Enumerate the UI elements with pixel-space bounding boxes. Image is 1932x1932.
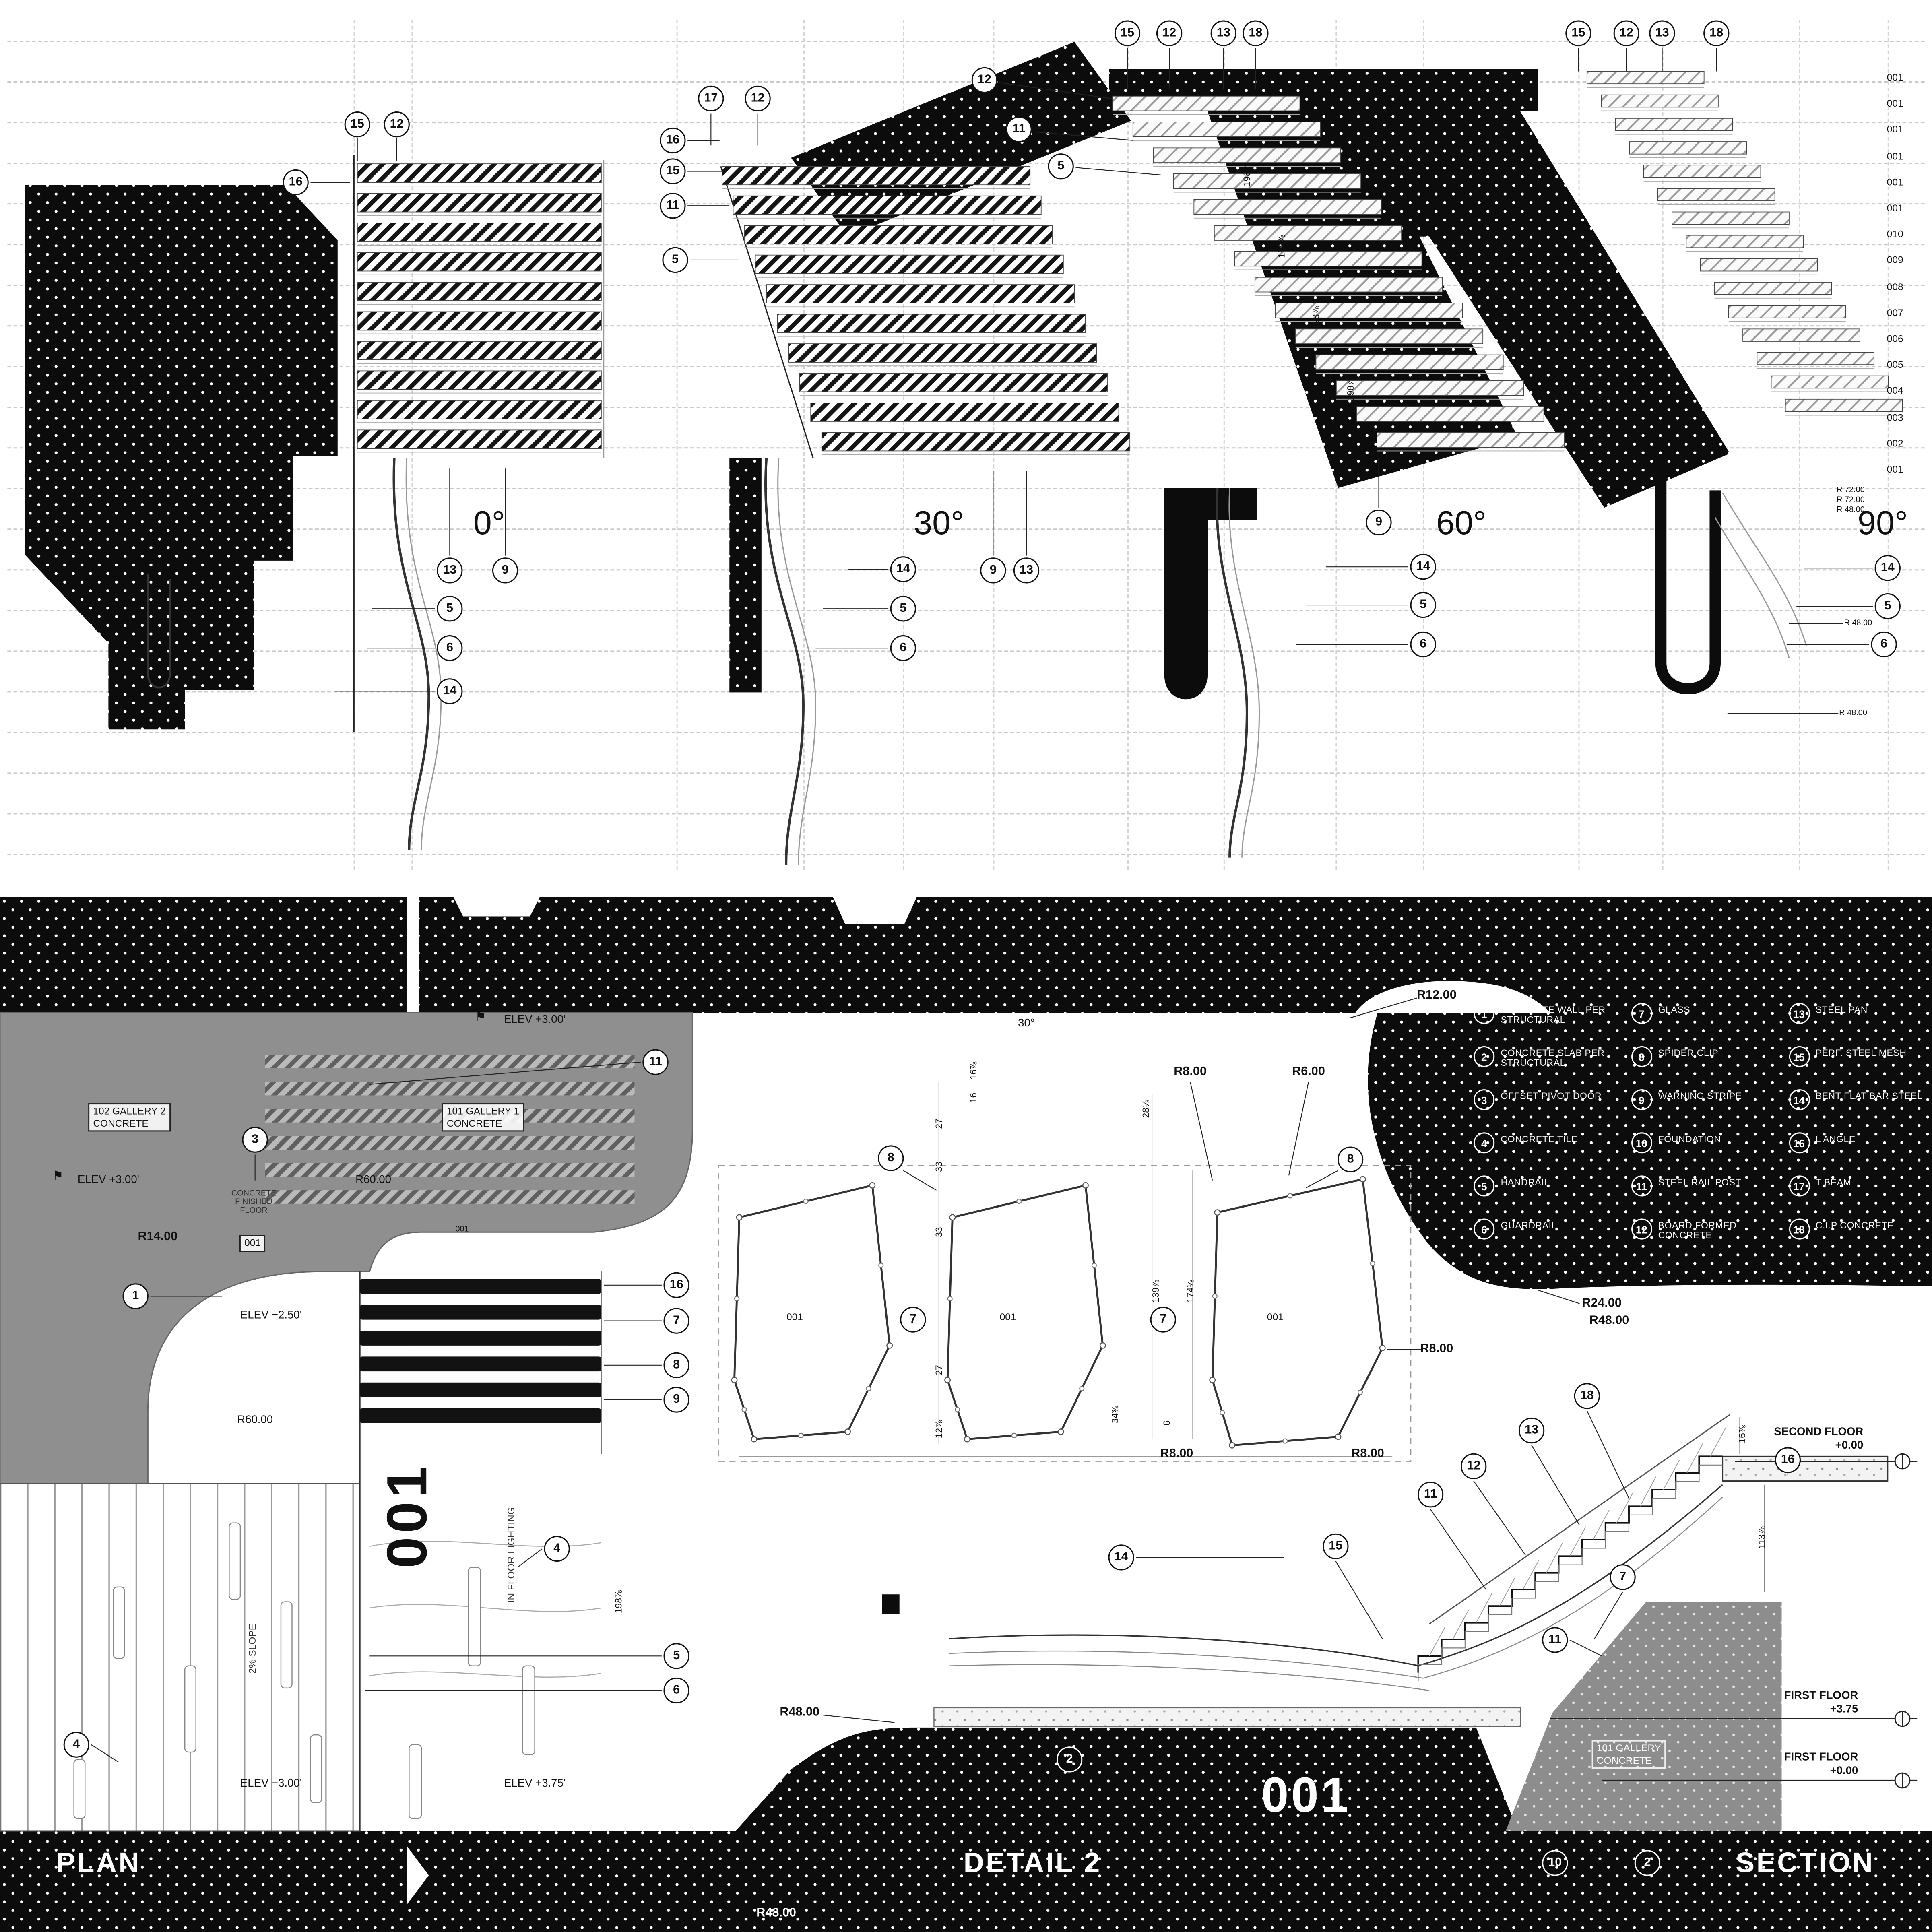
legend-item-17: 17 T BEAM (1788, 1175, 1932, 1216)
grid-line (7, 81, 1925, 83)
keynote-circle: 1 (1474, 1003, 1495, 1024)
grid-line (1887, 19, 1889, 870)
legend-item-12: 12 BOARD FORMED CONCRETE (1631, 1218, 1781, 1259)
keynote-circle: 13 (1788, 1003, 1810, 1024)
grid-line (803, 19, 805, 870)
legend-item-6: 6 GUARDRAIL (1474, 1218, 1624, 1259)
keynote-label: OFFSET PIVOT DOOR (1501, 1090, 1602, 1102)
grid-line (7, 650, 1925, 652)
keynote-circle: 17 (1788, 1175, 1810, 1197)
keynote-circle: 18 (1788, 1218, 1810, 1240)
grid-line (7, 854, 1925, 855)
keynote-label: GUARDRAIL (1501, 1220, 1557, 1231)
keynote-circle: 2 (1474, 1046, 1495, 1067)
grid-line (676, 19, 678, 870)
keynote-label: BENT FLAT BAR STEEL (1815, 1090, 1923, 1102)
legend-item-10: 10 FOUNDATION (1631, 1132, 1781, 1173)
legend-item-3: 3 OFFSET PIVOT DOOR (1474, 1089, 1624, 1130)
grid-line (7, 813, 1925, 815)
keynote-label: STEEL RAIL POST (1658, 1177, 1742, 1188)
keynote-label: HANDRAIL (1501, 1177, 1550, 1188)
keynote-circle: 12 (1631, 1218, 1652, 1240)
legend-item-7: 7 GLASS (1631, 1003, 1781, 1044)
legend-item-16: 16 L ANGLE (1788, 1132, 1932, 1173)
keynote-circle: 3 (1474, 1089, 1495, 1110)
grid-line (7, 488, 1925, 489)
legend-item-9: 9 WARNING STRIPE (1631, 1089, 1781, 1130)
keynote-circle: 5 (1474, 1175, 1495, 1197)
keynote-legend: 1 CONCRETE WALL PER STRUCTURAL 2 CONCRETE S… (1474, 1003, 1932, 1259)
grid-line (7, 528, 1925, 530)
legend-item-13: 13 STEEL PAN (1788, 1003, 1932, 1044)
keynote-circle: 4 (1474, 1132, 1495, 1154)
keynote-label: STEEL PAN (1815, 1004, 1868, 1016)
grid-line (7, 569, 1925, 571)
keynote-label: FOUNDATION (1658, 1133, 1721, 1145)
legend-item-5: 5 HANDRAIL (1474, 1175, 1624, 1216)
grid-line (1223, 19, 1225, 870)
keynote-circle: 16 (1788, 1132, 1810, 1154)
legend-item-4: 4 CONCRETE TILE (1474, 1132, 1624, 1173)
legend-item-18: 18 C.I.P CONCRETE (1788, 1218, 1932, 1259)
keynote-circle: 10 (1631, 1132, 1652, 1154)
keynote-circle: 7 (1631, 1003, 1652, 1024)
keynote-circle: 11 (1631, 1175, 1652, 1197)
grid-line (7, 366, 1925, 367)
legend-item-11: 11 STEEL RAIL POST (1631, 1175, 1781, 1216)
grid-line (7, 772, 1925, 774)
legend-item-8: 8 SPIDER CLIP (1631, 1046, 1781, 1087)
grid-line (7, 691, 1925, 693)
grid-line (1799, 19, 1800, 870)
keynote-label: T BEAM (1815, 1177, 1852, 1188)
keynote-label: CONCRETE WALL PER STRUCTURAL (1501, 1004, 1606, 1026)
keynote-label: PERF. STEEL MESH (1815, 1047, 1907, 1059)
legend-item-2: 2 CONCRETE SLAB PER STRUCTURAL (1474, 1046, 1624, 1087)
keynote-label: CONCRETE SLAB PER STRUCTURAL (1501, 1047, 1605, 1069)
grid-line (7, 732, 1925, 733)
keynote-label: C.I.P CONCRETE (1815, 1220, 1894, 1231)
keynote-label: WARNING STRIPE (1658, 1090, 1742, 1102)
grid-line (7, 41, 1925, 42)
keynote-label: CONCRETE TILE (1501, 1133, 1578, 1145)
keynote-circle: 9 (1631, 1089, 1652, 1110)
keynote-label: SPIDER CLIP (1658, 1047, 1719, 1059)
legend-item-14: 14 BENT FLAT BAR STEEL (1788, 1089, 1932, 1130)
grid-line (7, 610, 1925, 611)
keynote-circle: 8 (1631, 1046, 1652, 1067)
keynote-circle: 15 (1788, 1046, 1810, 1067)
grid-line (7, 244, 1925, 246)
keynote-circle: 14 (1788, 1089, 1810, 1110)
legend-item-1: 1 CONCRETE WALL PER STRUCTURAL (1474, 1003, 1624, 1044)
legend-item-15: 15 PERF. STEEL MESH (1788, 1046, 1932, 1087)
keynote-label: BOARD FORMED CONCRETE (1658, 1220, 1737, 1241)
keynote-circle: 6 (1474, 1218, 1495, 1240)
keynote-label: L ANGLE (1815, 1133, 1856, 1145)
keynote-label: GLASS (1658, 1004, 1690, 1016)
